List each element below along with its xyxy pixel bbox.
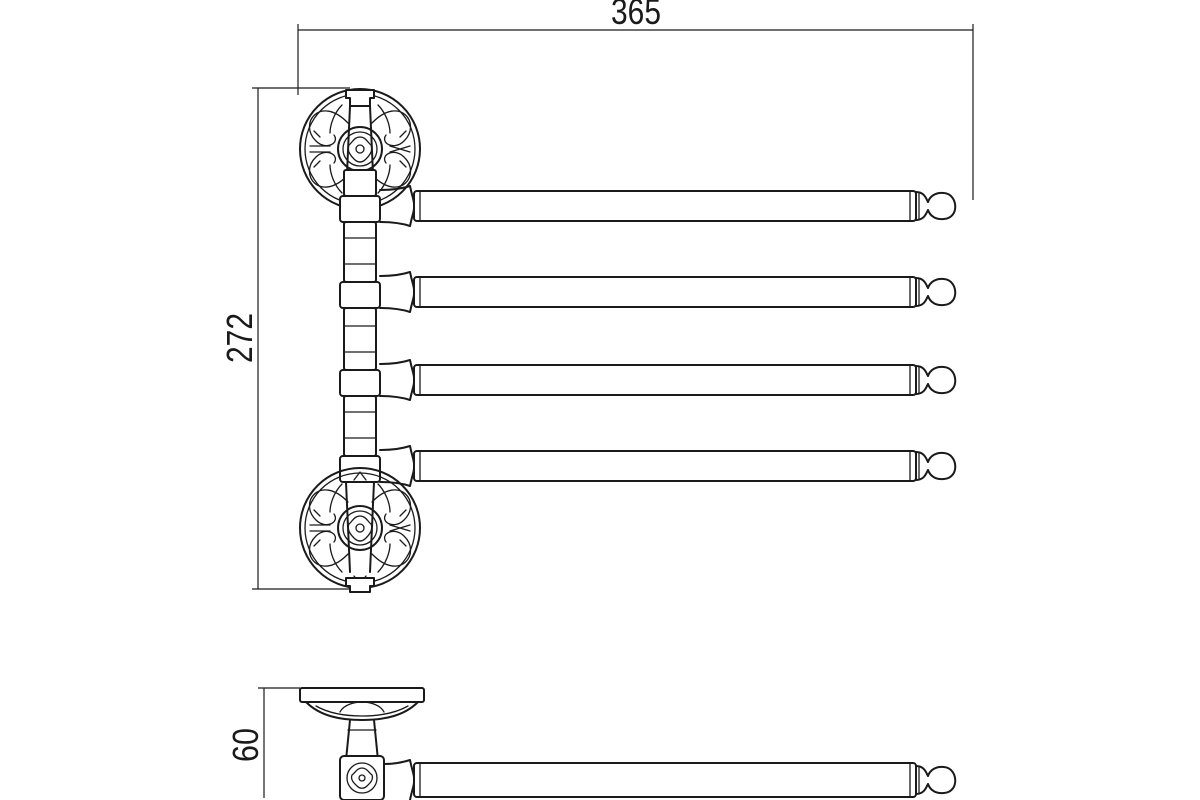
height-dimension: 272 bbox=[219, 87, 350, 590]
towel-bar-3 bbox=[379, 359, 957, 401]
height-dimension-label: 272 bbox=[219, 313, 260, 363]
side-plate-curve bbox=[305, 701, 419, 721]
towel-bar-1 bbox=[379, 185, 957, 227]
side-bar-connector bbox=[383, 759, 415, 800]
side-view bbox=[299, 687, 957, 800]
towel-bar-4-finial bbox=[915, 451, 957, 481]
towel-bar-4 bbox=[379, 445, 957, 487]
width-dimension-label: 365 bbox=[611, 0, 661, 32]
top-wall-mount bbox=[299, 88, 421, 210]
towel-bar-2-finial bbox=[915, 277, 957, 307]
towel-bar-2 bbox=[379, 271, 957, 313]
front-view bbox=[299, 88, 957, 593]
width-dimension: 365 bbox=[297, 0, 974, 200]
top-mount-cap bbox=[345, 89, 375, 107]
towel-bar-3-finial bbox=[915, 365, 957, 395]
side-towel-bar bbox=[413, 762, 917, 798]
bottom-mount-cap bbox=[345, 577, 375, 593]
top-mount-collar bbox=[343, 169, 377, 197]
side-wall-plate bbox=[299, 687, 425, 703]
depth-dimension: 60 bbox=[225, 687, 300, 798]
bottom-wall-mount bbox=[299, 467, 421, 593]
depth-dimension-label: 60 bbox=[225, 728, 266, 762]
side-stem bbox=[345, 719, 379, 761]
towel-bar-1-finial bbox=[915, 191, 957, 221]
vertical-column bbox=[339, 195, 381, 483]
side-towel-bar-finial bbox=[915, 765, 957, 795]
